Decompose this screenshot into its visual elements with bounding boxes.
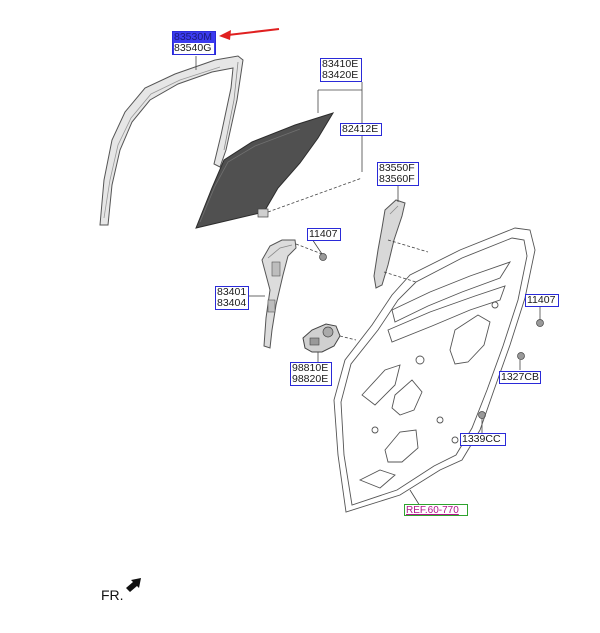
front-label: FR.: [101, 587, 124, 603]
part-number: 83404: [217, 297, 247, 309]
callout-82412e[interactable]: 82412E: [340, 123, 382, 136]
callout-11407-upper[interactable]: 11407: [307, 228, 341, 241]
part-number: 98810E: [292, 362, 329, 374]
part-number: 83410E: [322, 58, 359, 70]
part-number: 83560F: [379, 173, 415, 185]
bolt-icons: [309, 235, 544, 433]
regulator-motor: [302, 323, 357, 362]
part-number: 83401: [217, 286, 247, 298]
part-number: 83530M: [174, 31, 212, 43]
window-run-channel: [99, 55, 244, 226]
reference-link: REF.60-770: [406, 505, 459, 516]
callout-83530m[interactable]: 83530M 83540G: [172, 31, 216, 55]
bolt-icon: [478, 411, 486, 433]
door-glass: [195, 82, 363, 229]
callout-1327cb[interactable]: 1327CB: [499, 371, 541, 384]
part-number: 83420E: [322, 69, 359, 81]
part-number: 98820E: [292, 373, 329, 385]
bolt-icon: [536, 306, 544, 327]
red-pointer-arrow: [219, 28, 280, 40]
front-arrow-icon: [126, 578, 141, 592]
window-regulator: [249, 239, 323, 349]
callout-83550f[interactable]: 83550F 83560F: [377, 162, 419, 186]
part-number: 83540G: [174, 43, 214, 54]
part-number: 11407: [527, 294, 556, 306]
callout-98810e[interactable]: 98810E 98820E: [290, 362, 332, 386]
part-number: 1339CC: [462, 433, 501, 445]
part-number: 1327CB: [501, 371, 539, 383]
rear-lower-channel: [373, 186, 429, 289]
callout-11407-right[interactable]: 11407: [525, 294, 559, 307]
bolt-icon: [517, 352, 525, 370]
callout-83401[interactable]: 83401 83404: [215, 286, 249, 310]
callout-1339cc[interactable]: 1339CC: [460, 433, 506, 446]
part-number: 82412E: [342, 123, 379, 135]
callout-83410e[interactable]: 83410E 83420E: [320, 58, 362, 82]
part-number: 11407: [309, 228, 338, 240]
part-number: 83550F: [379, 162, 415, 174]
callout-ref-60-770[interactable]: REF.60-770: [404, 504, 468, 516]
door-inner-panel: [333, 227, 536, 513]
